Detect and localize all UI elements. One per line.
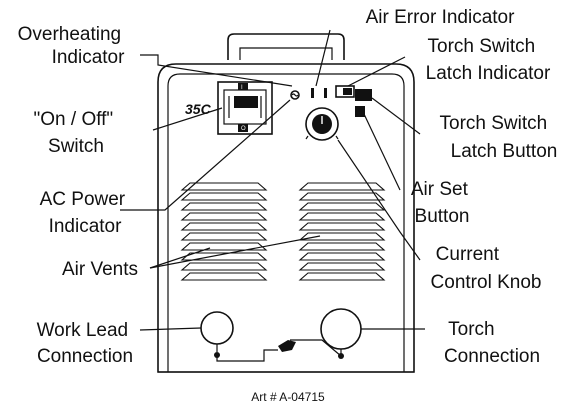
overheating-indicator bbox=[311, 88, 314, 98]
leader-vents-right bbox=[149, 235, 321, 269]
work-lead-connection[interactable] bbox=[200, 311, 278, 362]
switch-off-mark: O bbox=[241, 126, 246, 132]
label-ac-power-indicator: AC Power Indicator bbox=[40, 189, 131, 237]
label-torch-switch-latch-button: Torch Switch Latch Button bbox=[440, 113, 558, 162]
leader-overheating bbox=[140, 54, 293, 87]
leader-knob bbox=[337, 139, 421, 261]
right-air-vents bbox=[298, 182, 386, 281]
leader-ac-power bbox=[120, 99, 291, 211]
left-air-vents bbox=[180, 182, 268, 281]
switch-on-mark: I bbox=[241, 85, 243, 91]
label-current-control-knob: Current Control Knob bbox=[431, 244, 542, 293]
label-torch-connection: Torch Connection bbox=[444, 319, 540, 367]
label-air-vents: Air Vents bbox=[62, 259, 138, 280]
current-control-knob[interactable] bbox=[305, 107, 339, 141]
ac-power-indicator bbox=[290, 90, 300, 100]
label-on-off-switch: "On / Off" Switch bbox=[34, 109, 119, 157]
torch-connection[interactable] bbox=[278, 308, 362, 359]
label-air-error-indicator: Air Error Indicator bbox=[366, 7, 516, 28]
leader-latch-indicator bbox=[347, 56, 406, 87]
leader-latch-button bbox=[371, 97, 421, 135]
model-label: 35C bbox=[185, 101, 212, 117]
label-work-lead-connection: Work Lead Connection bbox=[37, 320, 134, 367]
torch-switch-latch-button[interactable] bbox=[355, 89, 372, 101]
leader-air-error bbox=[315, 29, 331, 87]
air-set-button[interactable] bbox=[355, 106, 365, 117]
leader-on-off bbox=[152, 107, 223, 131]
label-overheating-indicator: Overheating Indicator bbox=[18, 24, 127, 68]
art-number: Art # A-04715 bbox=[251, 390, 325, 404]
leader-air-set bbox=[363, 113, 401, 191]
leader-vents-left bbox=[149, 247, 211, 269]
on-off-switch[interactable]: I O bbox=[217, 81, 273, 135]
leader-lines bbox=[120, 29, 425, 331]
torch-switch-latch-indicator bbox=[335, 85, 355, 98]
leader-work-lead bbox=[139, 327, 202, 331]
label-torch-switch-latch-indicator: Torch Switch Latch Indicator bbox=[426, 36, 551, 84]
label-air-set-button: Air Set Button bbox=[411, 179, 473, 227]
air-error-indicator bbox=[324, 88, 327, 98]
carry-handle bbox=[227, 33, 345, 60]
callout-labels: Overheating Indicator Air Error Indicato… bbox=[18, 7, 558, 367]
machine-front-panel bbox=[157, 63, 415, 373]
